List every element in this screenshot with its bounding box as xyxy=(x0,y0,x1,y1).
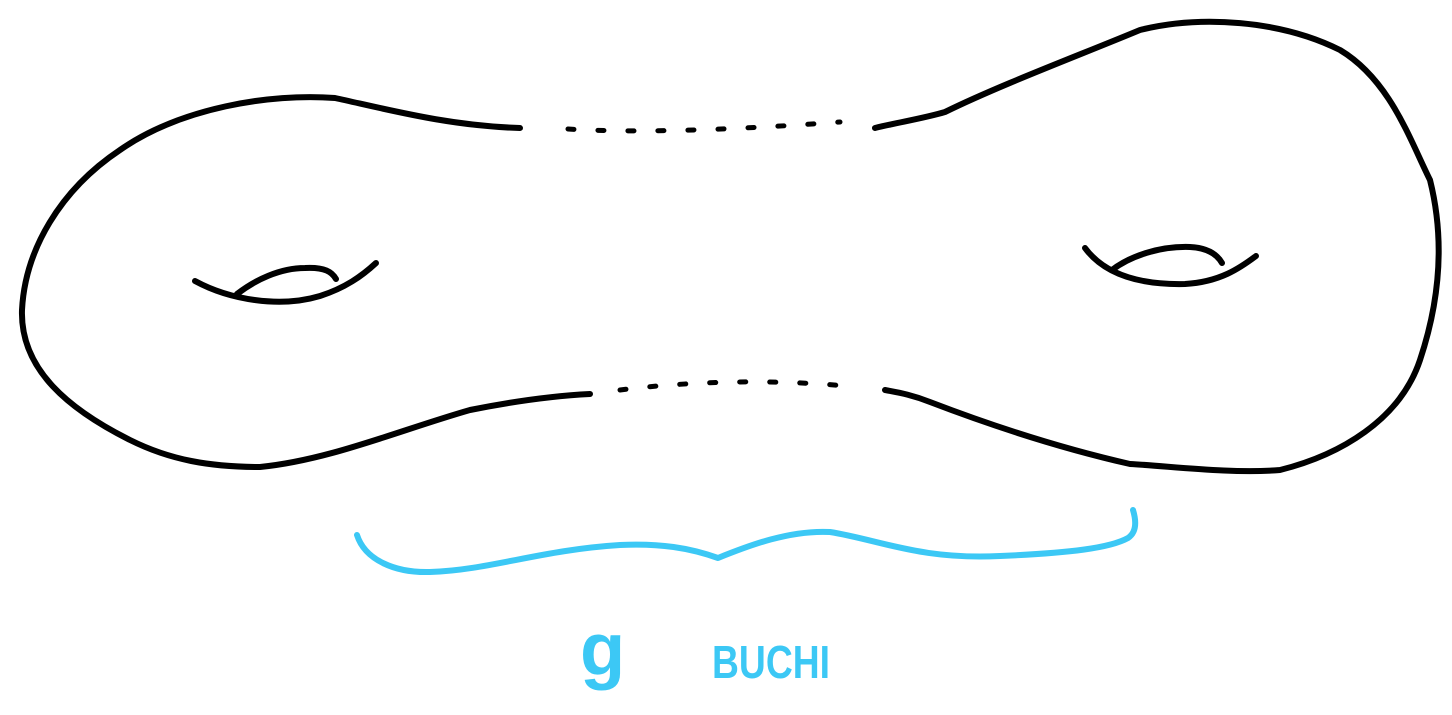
right-hole-upper xyxy=(1109,243,1225,273)
left-hole-lower xyxy=(192,260,379,305)
neck-top-dashed xyxy=(565,119,843,134)
right-hole-lower xyxy=(1082,245,1259,288)
genus-word-label: BUCHI xyxy=(712,636,830,688)
genus-symbol-label: g xyxy=(580,608,625,691)
left-hole-upper xyxy=(234,264,339,297)
surface-right-outline xyxy=(872,18,1442,475)
surface-left-outline xyxy=(18,94,593,470)
genus-brace xyxy=(354,507,1139,576)
neck-bottom-dashed xyxy=(617,379,849,393)
